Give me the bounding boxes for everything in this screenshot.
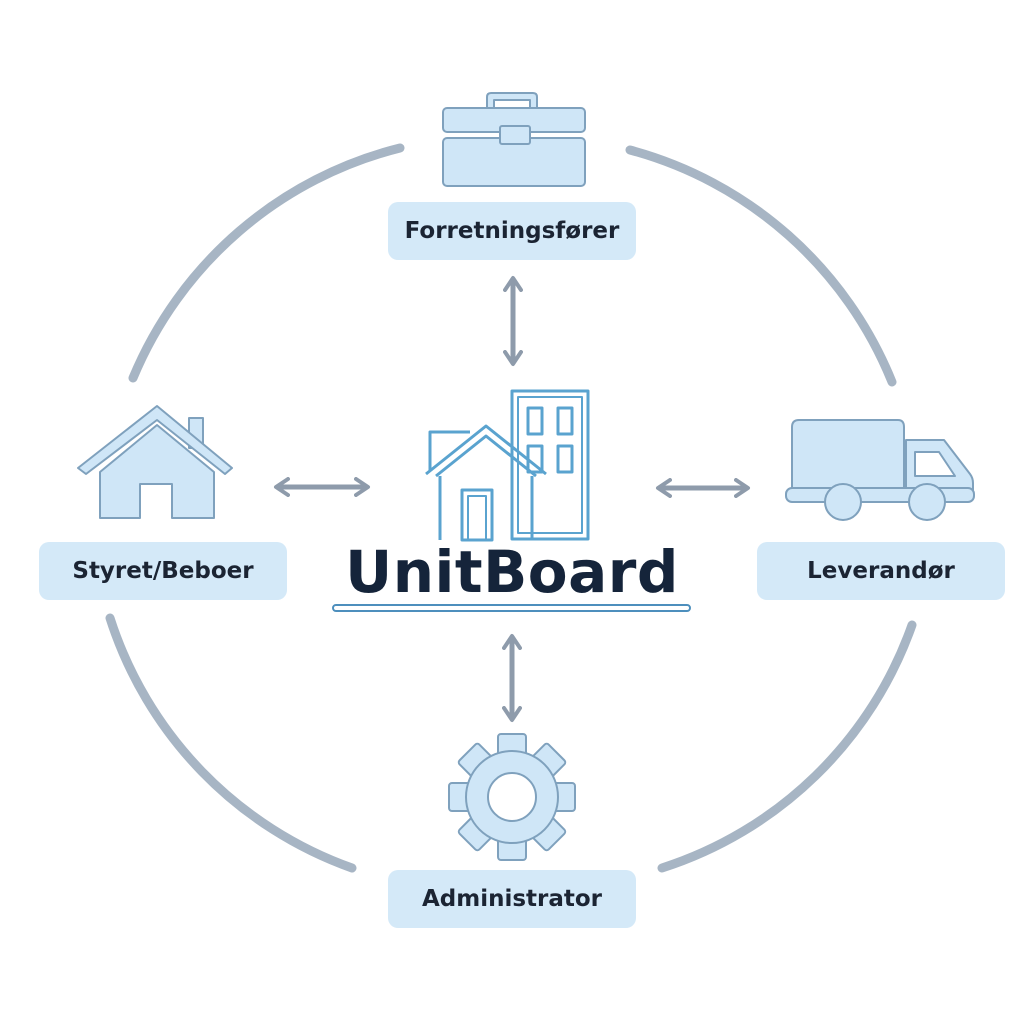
node-label-styret-beboer: Styret/Beboer bbox=[39, 542, 287, 600]
node-label-forretningsforer: Forretningsfører bbox=[388, 202, 636, 260]
ring-arc-top-left bbox=[128, 143, 405, 383]
toolbox-icon bbox=[442, 92, 586, 187]
house-icon bbox=[77, 405, 233, 519]
ring-arc-bottom-left bbox=[105, 613, 357, 873]
connector-arrows bbox=[274, 276, 750, 722]
outer-ring bbox=[105, 143, 917, 873]
ring-arc-bottom-right bbox=[657, 620, 917, 873]
ring-arc-top-right bbox=[625, 145, 897, 387]
building-logo-icon bbox=[425, 389, 590, 542]
delivery-truck-icon bbox=[785, 419, 975, 521]
brand-underline bbox=[332, 604, 691, 612]
brand-title: UnitBoard bbox=[345, 538, 679, 606]
node-label-administrator: Administrator bbox=[388, 870, 636, 928]
node-label-leverandor: Leverandør bbox=[757, 542, 1005, 600]
gear-icon bbox=[448, 733, 576, 861]
